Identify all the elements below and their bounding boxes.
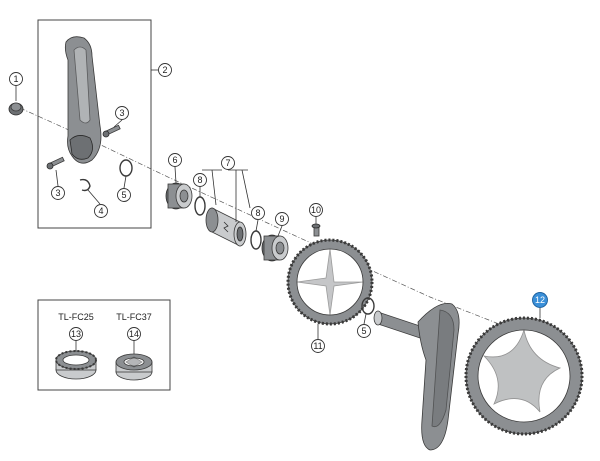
svg-text:4: 4 xyxy=(98,206,103,216)
inner-cover-tube xyxy=(205,207,247,247)
pinch-bolt-upper xyxy=(102,124,121,138)
tool-label-tl-fc25: TL-FC25 xyxy=(58,312,94,322)
callout-7: 7 xyxy=(221,156,235,170)
leader-3b xyxy=(55,169,59,187)
svg-text:3: 3 xyxy=(119,108,124,118)
spacer-ring-left xyxy=(194,196,206,216)
left-crank-arm xyxy=(64,36,102,164)
outer-chainring xyxy=(464,316,584,436)
tool-tl-fc37 xyxy=(115,353,153,381)
leader-4 xyxy=(87,189,101,205)
svg-text:9: 9 xyxy=(279,214,284,224)
svg-text:1: 1 xyxy=(13,74,18,84)
leader-5b xyxy=(363,313,367,325)
callout-3-lower: 3 xyxy=(51,186,65,200)
svg-text:12: 12 xyxy=(535,295,545,305)
callout-5-left: 5 xyxy=(117,188,131,202)
svg-text:5: 5 xyxy=(361,326,366,336)
svg-text:5: 5 xyxy=(121,190,126,200)
callout-14: 14 xyxy=(127,327,141,341)
svg-text:2: 2 xyxy=(162,65,167,75)
svg-text:10: 10 xyxy=(311,205,321,215)
o-ring-right xyxy=(361,297,375,315)
tool-label-tl-fc37: TL-FC37 xyxy=(116,312,152,322)
leader-7 xyxy=(202,169,251,222)
safety-plate xyxy=(79,178,91,192)
leader-5a xyxy=(123,175,127,189)
inner-chainring xyxy=(286,238,374,326)
callout-9: 9 xyxy=(275,212,289,226)
leader-3a xyxy=(113,119,123,128)
spacer-ring-right xyxy=(250,230,262,250)
svg-text:7: 7 xyxy=(225,158,230,168)
svg-text:14: 14 xyxy=(129,329,139,339)
callout-8-left: 8 xyxy=(193,173,207,187)
callout-4: 4 xyxy=(94,204,108,218)
callout-6: 6 xyxy=(168,153,182,167)
svg-text:6: 6 xyxy=(172,155,177,165)
callout-11: 11 xyxy=(311,339,325,353)
callout-13: 13 xyxy=(69,327,83,341)
chainring-bolt xyxy=(311,223,321,237)
callout-8-right: 8 xyxy=(251,206,265,220)
left-crank-group-box xyxy=(37,19,152,229)
svg-text:8: 8 xyxy=(255,208,260,218)
svg-text:8: 8 xyxy=(197,175,202,185)
o-ring-left xyxy=(119,159,133,177)
callout-12: 12 xyxy=(532,292,548,308)
tool-tl-fc25 xyxy=(55,350,97,380)
pinch-bolt-lower xyxy=(46,156,65,170)
right-crank-arm xyxy=(373,303,460,451)
leader-6 xyxy=(174,166,177,184)
svg-text:3: 3 xyxy=(55,188,60,198)
left-bb-cup xyxy=(165,182,193,210)
callout-2: 2 xyxy=(158,63,172,77)
callout-1: 1 xyxy=(9,72,23,86)
svg-text:11: 11 xyxy=(313,341,322,351)
svg-text:13: 13 xyxy=(71,329,81,339)
right-bb-cup xyxy=(261,234,289,262)
callout-5-right: 5 xyxy=(357,324,371,338)
crank-arm-cap xyxy=(8,102,24,116)
callout-10: 10 xyxy=(309,203,323,217)
leader-9 xyxy=(277,225,283,237)
tools-box xyxy=(37,299,171,391)
leader-8b xyxy=(255,219,259,232)
callout-3-upper: 3 xyxy=(115,106,129,120)
